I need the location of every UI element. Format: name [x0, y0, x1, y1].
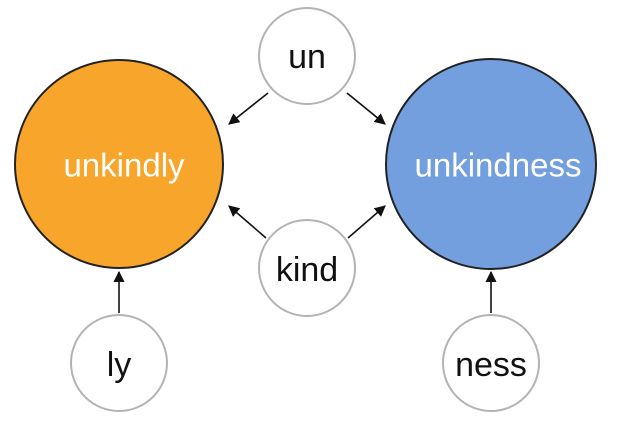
- edge-kind-to-unkindly: [228, 205, 267, 239]
- node-unkindness-circle: [385, 58, 597, 270]
- node-ness-circle: [442, 314, 540, 412]
- node-ness-label: ness: [455, 346, 527, 384]
- node-un: un: [258, 7, 356, 105]
- node-ly-label: ly: [107, 346, 132, 384]
- node-unkindness-label: unkindness: [415, 147, 582, 184]
- node-kind: kind: [258, 219, 356, 317]
- node-un-label: un: [288, 38, 326, 76]
- node-unkindly-label: unkindly: [63, 147, 185, 184]
- node-unkindness: unkindness: [385, 58, 597, 270]
- node-ly: ly: [70, 314, 168, 412]
- node-kind-label: kind: [276, 251, 338, 289]
- node-ness: ness: [442, 314, 540, 412]
- edge-kind-to-unkindness: [347, 205, 386, 239]
- edges: [113, 92, 497, 313]
- node-unkindly: unkindly: [14, 59, 224, 269]
- node-unkindly-circle: [14, 59, 224, 269]
- edge-un-to-unkindly: [228, 92, 269, 125]
- edge-un-to-unkindness: [346, 92, 386, 125]
- node-kind-circle: [258, 219, 356, 317]
- node-un-circle: [258, 7, 356, 105]
- node-ly-circle: [70, 314, 168, 412]
